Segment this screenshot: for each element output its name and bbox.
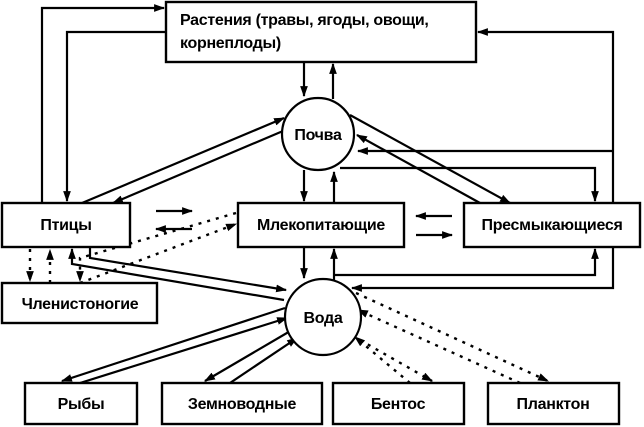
node-fish: Рыбы	[23, 381, 139, 426]
edge-birds-to-soil	[81, 116, 286, 205]
edge-reptiles-to-water	[350, 247, 615, 292]
node-plants-label-line1: Растения (травы, ягоды, овощи,	[180, 12, 429, 29]
node-water: Вода	[283, 277, 363, 357]
edge-benthos-to-water	[354, 336, 411, 384]
edge-birds-to-water	[88, 247, 288, 293]
edge-soil-to-reptiles	[349, 114, 511, 204]
node-plankton-label: Планктон	[517, 396, 590, 413]
node-arthropods-label: Членистоногие	[22, 296, 139, 313]
node-plankton: Планктон	[486, 381, 621, 426]
edges	[26, 4, 615, 385]
node-amphibians: Земноводные	[160, 381, 324, 426]
edge-soil-to-birds	[111, 129, 284, 205]
edge-plankton-to-water	[356, 308, 521, 385]
node-plants: Растения (травы, ягоды, овощи, корнеплод…	[164, 0, 478, 64]
node-benthos-label: Бентос	[371, 396, 426, 413]
edge-soil-to-reptiles-top	[340, 166, 599, 203]
edge-water-to-arthropods	[76, 211, 237, 283]
edge-water-to-benthos	[359, 338, 433, 383]
edge-arthropods-to-mammals	[79, 222, 238, 285]
node-mammals-label: Млекопитающие	[257, 217, 385, 234]
node-birds-label: Птицы	[40, 217, 91, 234]
edge-amphibians-to-water	[229, 337, 298, 384]
edge-water-to-fish	[60, 306, 286, 383]
node-soil-label: Почва	[294, 127, 342, 144]
node-benthos: Бентос	[331, 381, 466, 426]
node-fish-label: Рыбы	[58, 396, 105, 413]
node-water-label: Вода	[304, 310, 343, 327]
node-amphibians-label: Земноводные	[188, 396, 297, 413]
node-plants-label-line2: корнеплоды)	[180, 35, 281, 52]
edge-water-to-birds	[68, 247, 285, 302]
edge-water-to-reptiles	[334, 247, 599, 277]
edge-fish-to-water	[79, 316, 289, 385]
node-soil: Почва	[280, 96, 356, 172]
edge-water-to-plankton	[355, 291, 549, 383]
edge-water-to-amphibians	[204, 329, 293, 382]
node-arthropods: Членистоногие	[0, 281, 159, 325]
edge-reptiles-to-plants	[476, 28, 615, 203]
edge-birds-to-plants	[40, 4, 166, 203]
node-reptiles-label: Пресмыкающиеся	[482, 217, 623, 234]
node-birds: Птицы	[0, 201, 132, 249]
node-reptiles: Пресмыкающиеся	[462, 201, 642, 249]
edge-plants-to-birds	[63, 30, 166, 203]
node-mammals: Млекопитающие	[236, 201, 406, 249]
